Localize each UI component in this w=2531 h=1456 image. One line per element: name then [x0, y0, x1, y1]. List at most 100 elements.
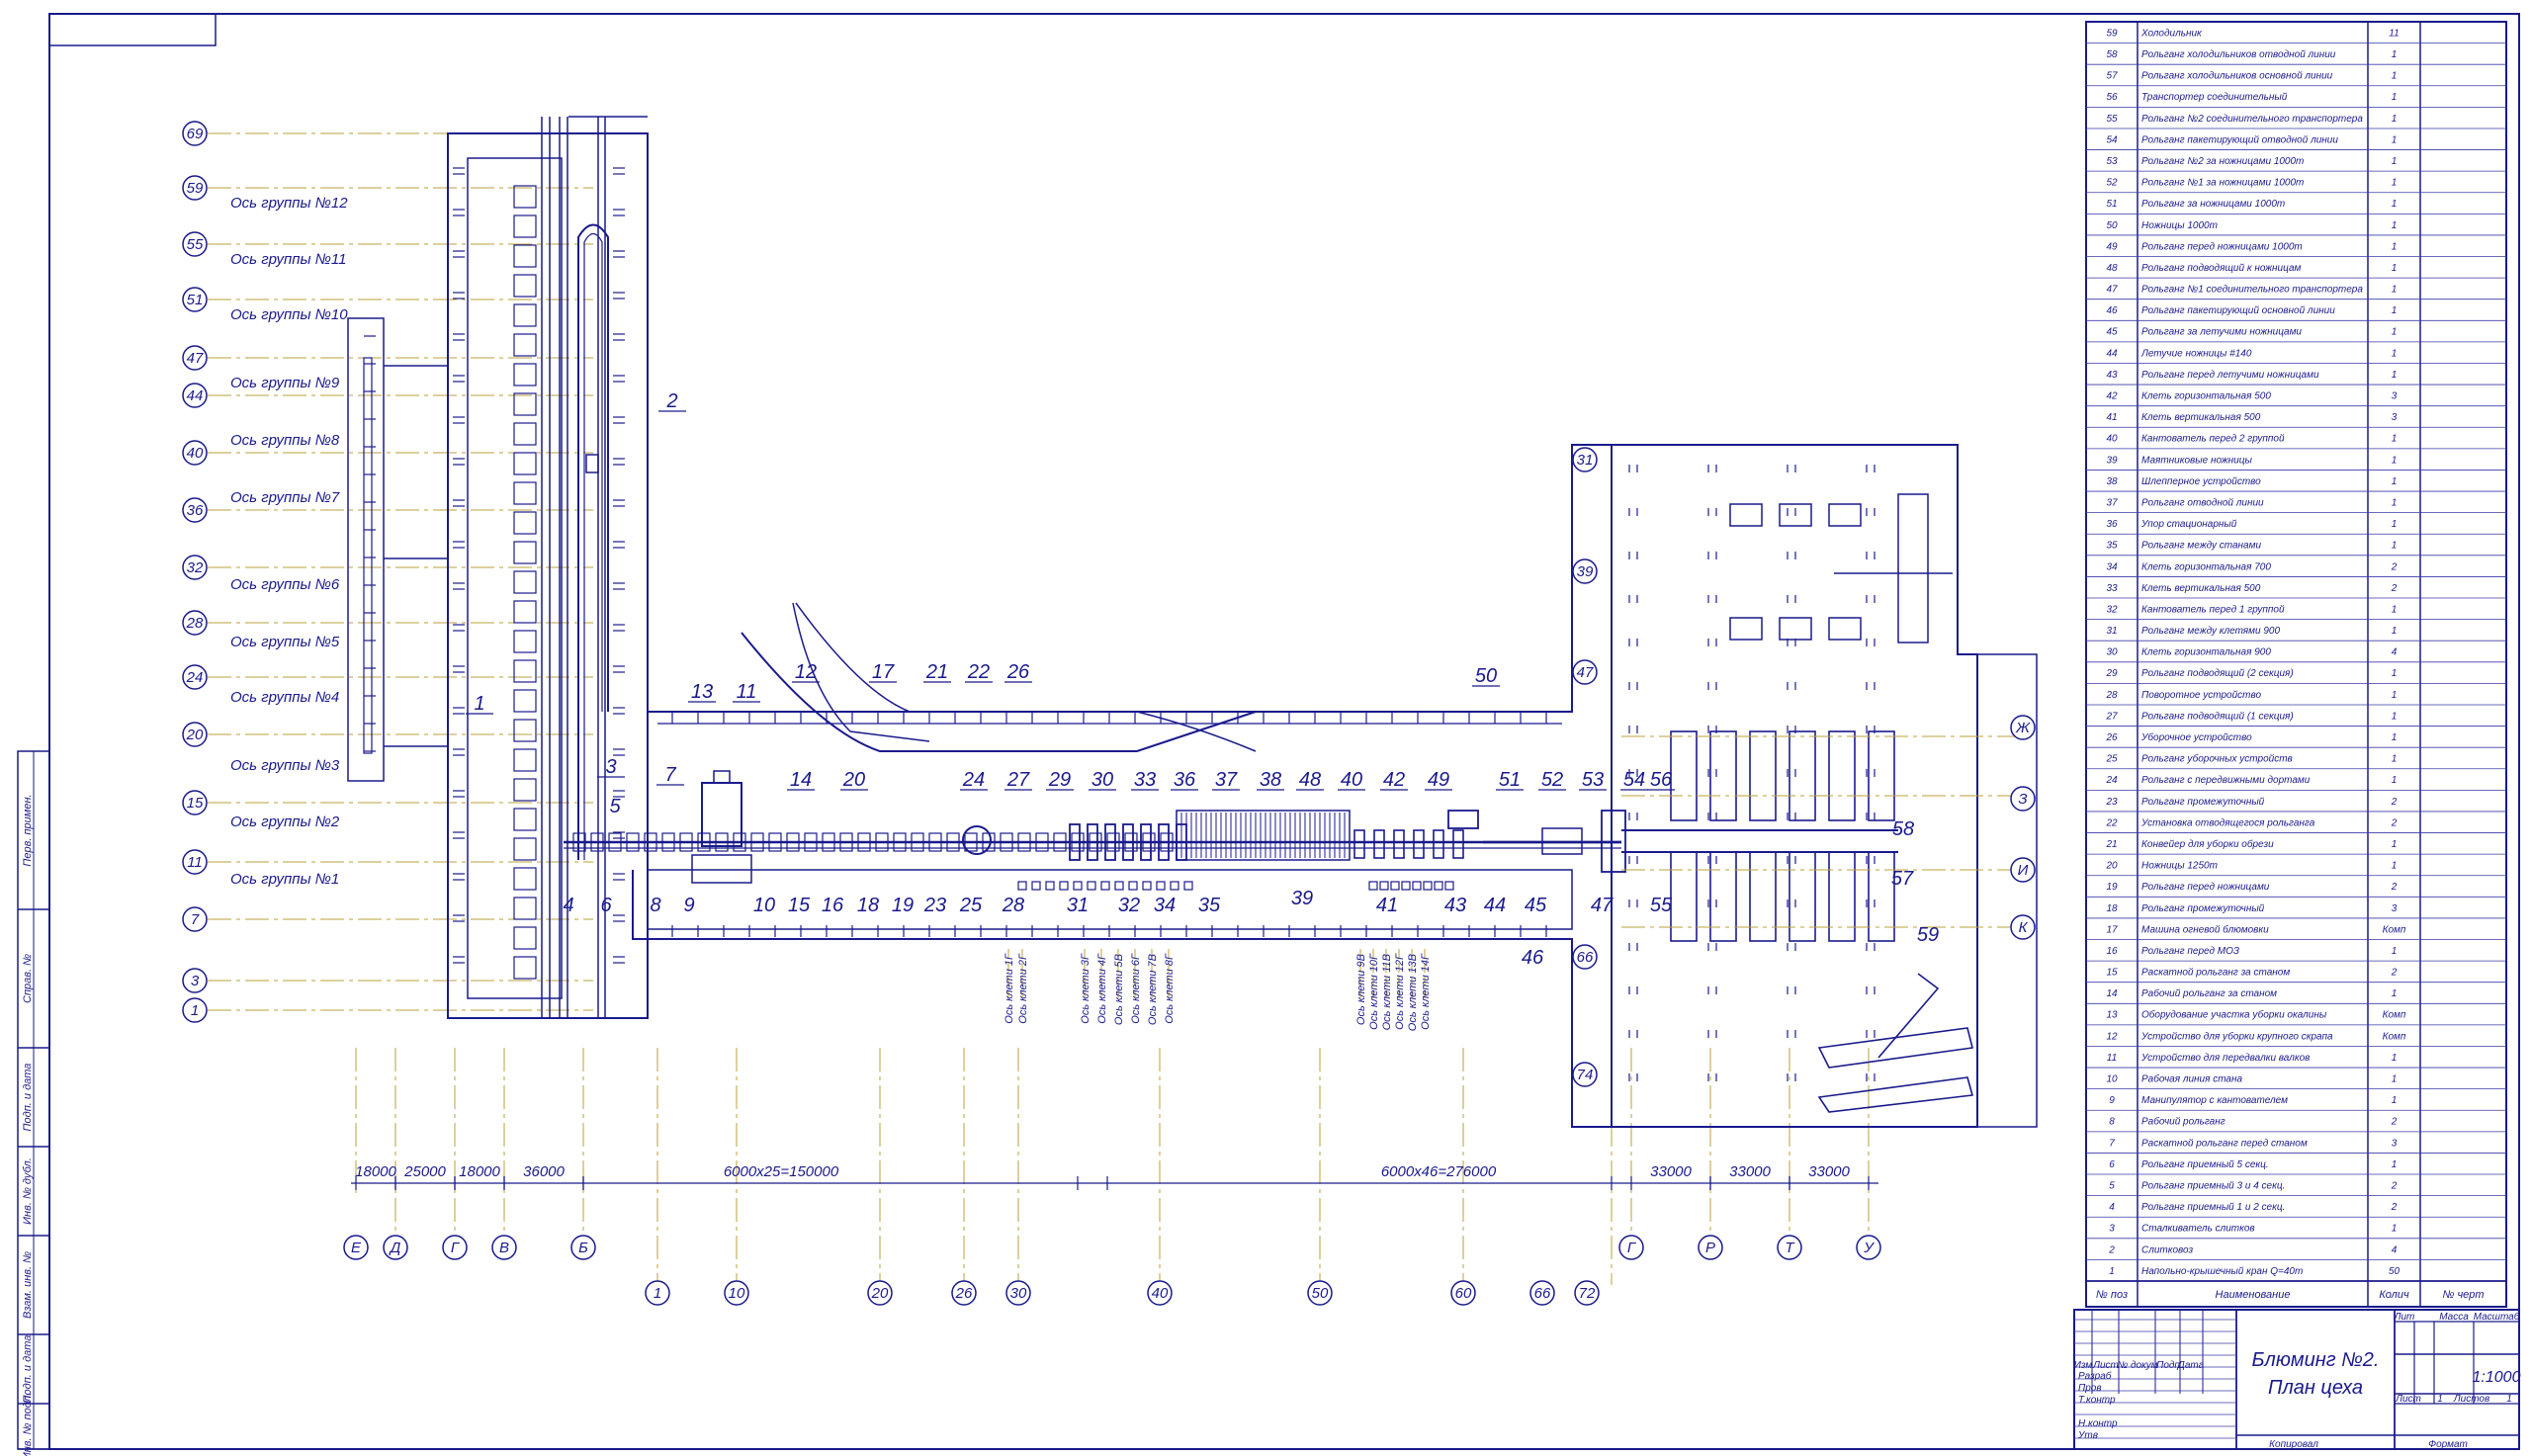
soaking-pit-cell	[513, 719, 537, 742]
pile-stand	[1828, 617, 1862, 641]
axis-circle	[182, 664, 208, 690]
soaking-pit-cell	[513, 867, 537, 891]
group-axis-label: Ось группы №2	[230, 814, 340, 830]
axis-number: У	[1863, 1240, 1875, 1256]
axis-circle	[2010, 715, 2036, 740]
position-number: 42	[1383, 769, 1405, 791]
parts-pos: 8	[2109, 1117, 2115, 1128]
axis-number: Е	[351, 1240, 362, 1256]
side-stamp-label: Подп. и дата	[22, 1064, 34, 1132]
letter-axis-marker: Е	[343, 1235, 369, 1260]
parts-qty: 1	[2392, 92, 2398, 103]
parts-pos: 51	[2106, 199, 2117, 210]
position-number: 15	[788, 895, 811, 916]
axis-circle	[2010, 857, 2036, 883]
parts-pos: 46	[2106, 305, 2118, 316]
drive-marker	[1142, 881, 1152, 891]
parts-qty: 2	[2391, 797, 2398, 808]
parts-name: Рольганг подводящий (2 секция)	[2141, 668, 2294, 679]
parts-pos: 4	[2109, 1202, 2115, 1213]
parts-qty: 4	[2392, 1244, 2398, 1255]
dimension-value: 18000	[355, 1163, 396, 1180]
soaking-pit-cell	[513, 956, 537, 980]
parts-qty: 1	[2392, 370, 2398, 381]
side-stamp-label: Подп. и дата	[22, 1335, 34, 1404]
parts-name: Рольганг с передвижными дортами	[2141, 775, 2311, 786]
column-axis-marker: 10	[724, 1280, 749, 1306]
parts-pos: 26	[2105, 732, 2118, 743]
axis-number: 47	[1577, 664, 1594, 681]
soaking-pit-cell	[513, 600, 537, 624]
drive-marker	[1379, 881, 1389, 891]
axis-number: Б	[578, 1240, 588, 1256]
parts-pos: 22	[2105, 817, 2118, 828]
row-axis-marker: 36	[182, 497, 208, 523]
roller-table-section	[679, 832, 693, 852]
axis-number: 39	[1577, 563, 1594, 580]
title-sheets-number: 1	[2506, 1394, 2512, 1405]
cooling-building-annex	[1958, 653, 2038, 1128]
axis-number: 51	[187, 292, 204, 308]
drive-marker	[1087, 881, 1096, 891]
title-role: Т.контр	[2078, 1395, 2116, 1406]
parts-pos: 52	[2106, 178, 2118, 189]
mill-stand	[1104, 823, 1116, 861]
parts-pos: 18	[2106, 903, 2118, 914]
stand-axis-label: Ось клети 5В	[1113, 954, 1125, 1025]
position-number: 29	[1048, 769, 1071, 791]
group-axis-label: Ось группы №12	[230, 195, 348, 212]
parts-pos: 12	[2106, 1031, 2118, 1042]
mill-stand	[1140, 823, 1152, 861]
row-axis-marker: 20	[182, 722, 208, 747]
parts-qty: 1	[2392, 156, 2398, 167]
parts-pos: 38	[2106, 476, 2118, 487]
position-number: 17	[872, 661, 895, 683]
axis-number: 40	[187, 445, 204, 462]
row-axis-marker: 24	[182, 664, 208, 690]
dimension-value: 25000	[403, 1163, 446, 1180]
parts-qty: 1	[2392, 732, 2398, 743]
pile-stand	[1779, 617, 1812, 641]
roller-table-section	[733, 832, 746, 852]
row-axis-marker: 55	[182, 231, 208, 257]
parts-pos: 31	[2106, 626, 2117, 637]
title-row-header: Дата	[2177, 1360, 2205, 1371]
position-number: 55	[1650, 895, 1673, 916]
axis-markers: 6959555147444036322824201511731313947667…	[182, 121, 2036, 1306]
dimension-value: 6000x25=150000	[724, 1163, 839, 1180]
parts-name: Уборочное устройство	[2140, 731, 2252, 743]
parts-name: Шлепперное устройство	[2141, 476, 2261, 487]
parts-qty: 1	[2392, 241, 2398, 252]
title-copied-label: Копировал	[2269, 1439, 2318, 1450]
column-axis-marker: 26	[951, 1280, 977, 1306]
side-stamp-label: Инв. № подл.	[22, 1393, 34, 1456]
position-number: 18	[857, 895, 879, 916]
parts-name: Поворотное устройство	[2141, 690, 2261, 701]
position-number: 14	[790, 769, 812, 791]
parts-name: Раскатной рольганг за станом	[2141, 968, 2290, 979]
drive-marker	[1128, 881, 1138, 891]
title-role: Утв	[2077, 1430, 2098, 1441]
axis-number: 30	[1010, 1285, 1027, 1302]
parts-qty: 1	[2392, 988, 2398, 999]
position-number: 20	[842, 769, 865, 791]
axis-circle	[1307, 1280, 1333, 1306]
drive-marker	[1444, 881, 1454, 891]
axis-circle	[1529, 1280, 1555, 1306]
parts-name: Летучие ножницы #140	[2140, 348, 2252, 359]
soaking-pit-cell	[513, 452, 537, 475]
position-number: 57	[1891, 868, 1914, 890]
axis-circle	[1572, 1062, 1598, 1087]
parts-qty: 50	[2389, 1266, 2400, 1277]
position-number: 21	[925, 661, 948, 683]
